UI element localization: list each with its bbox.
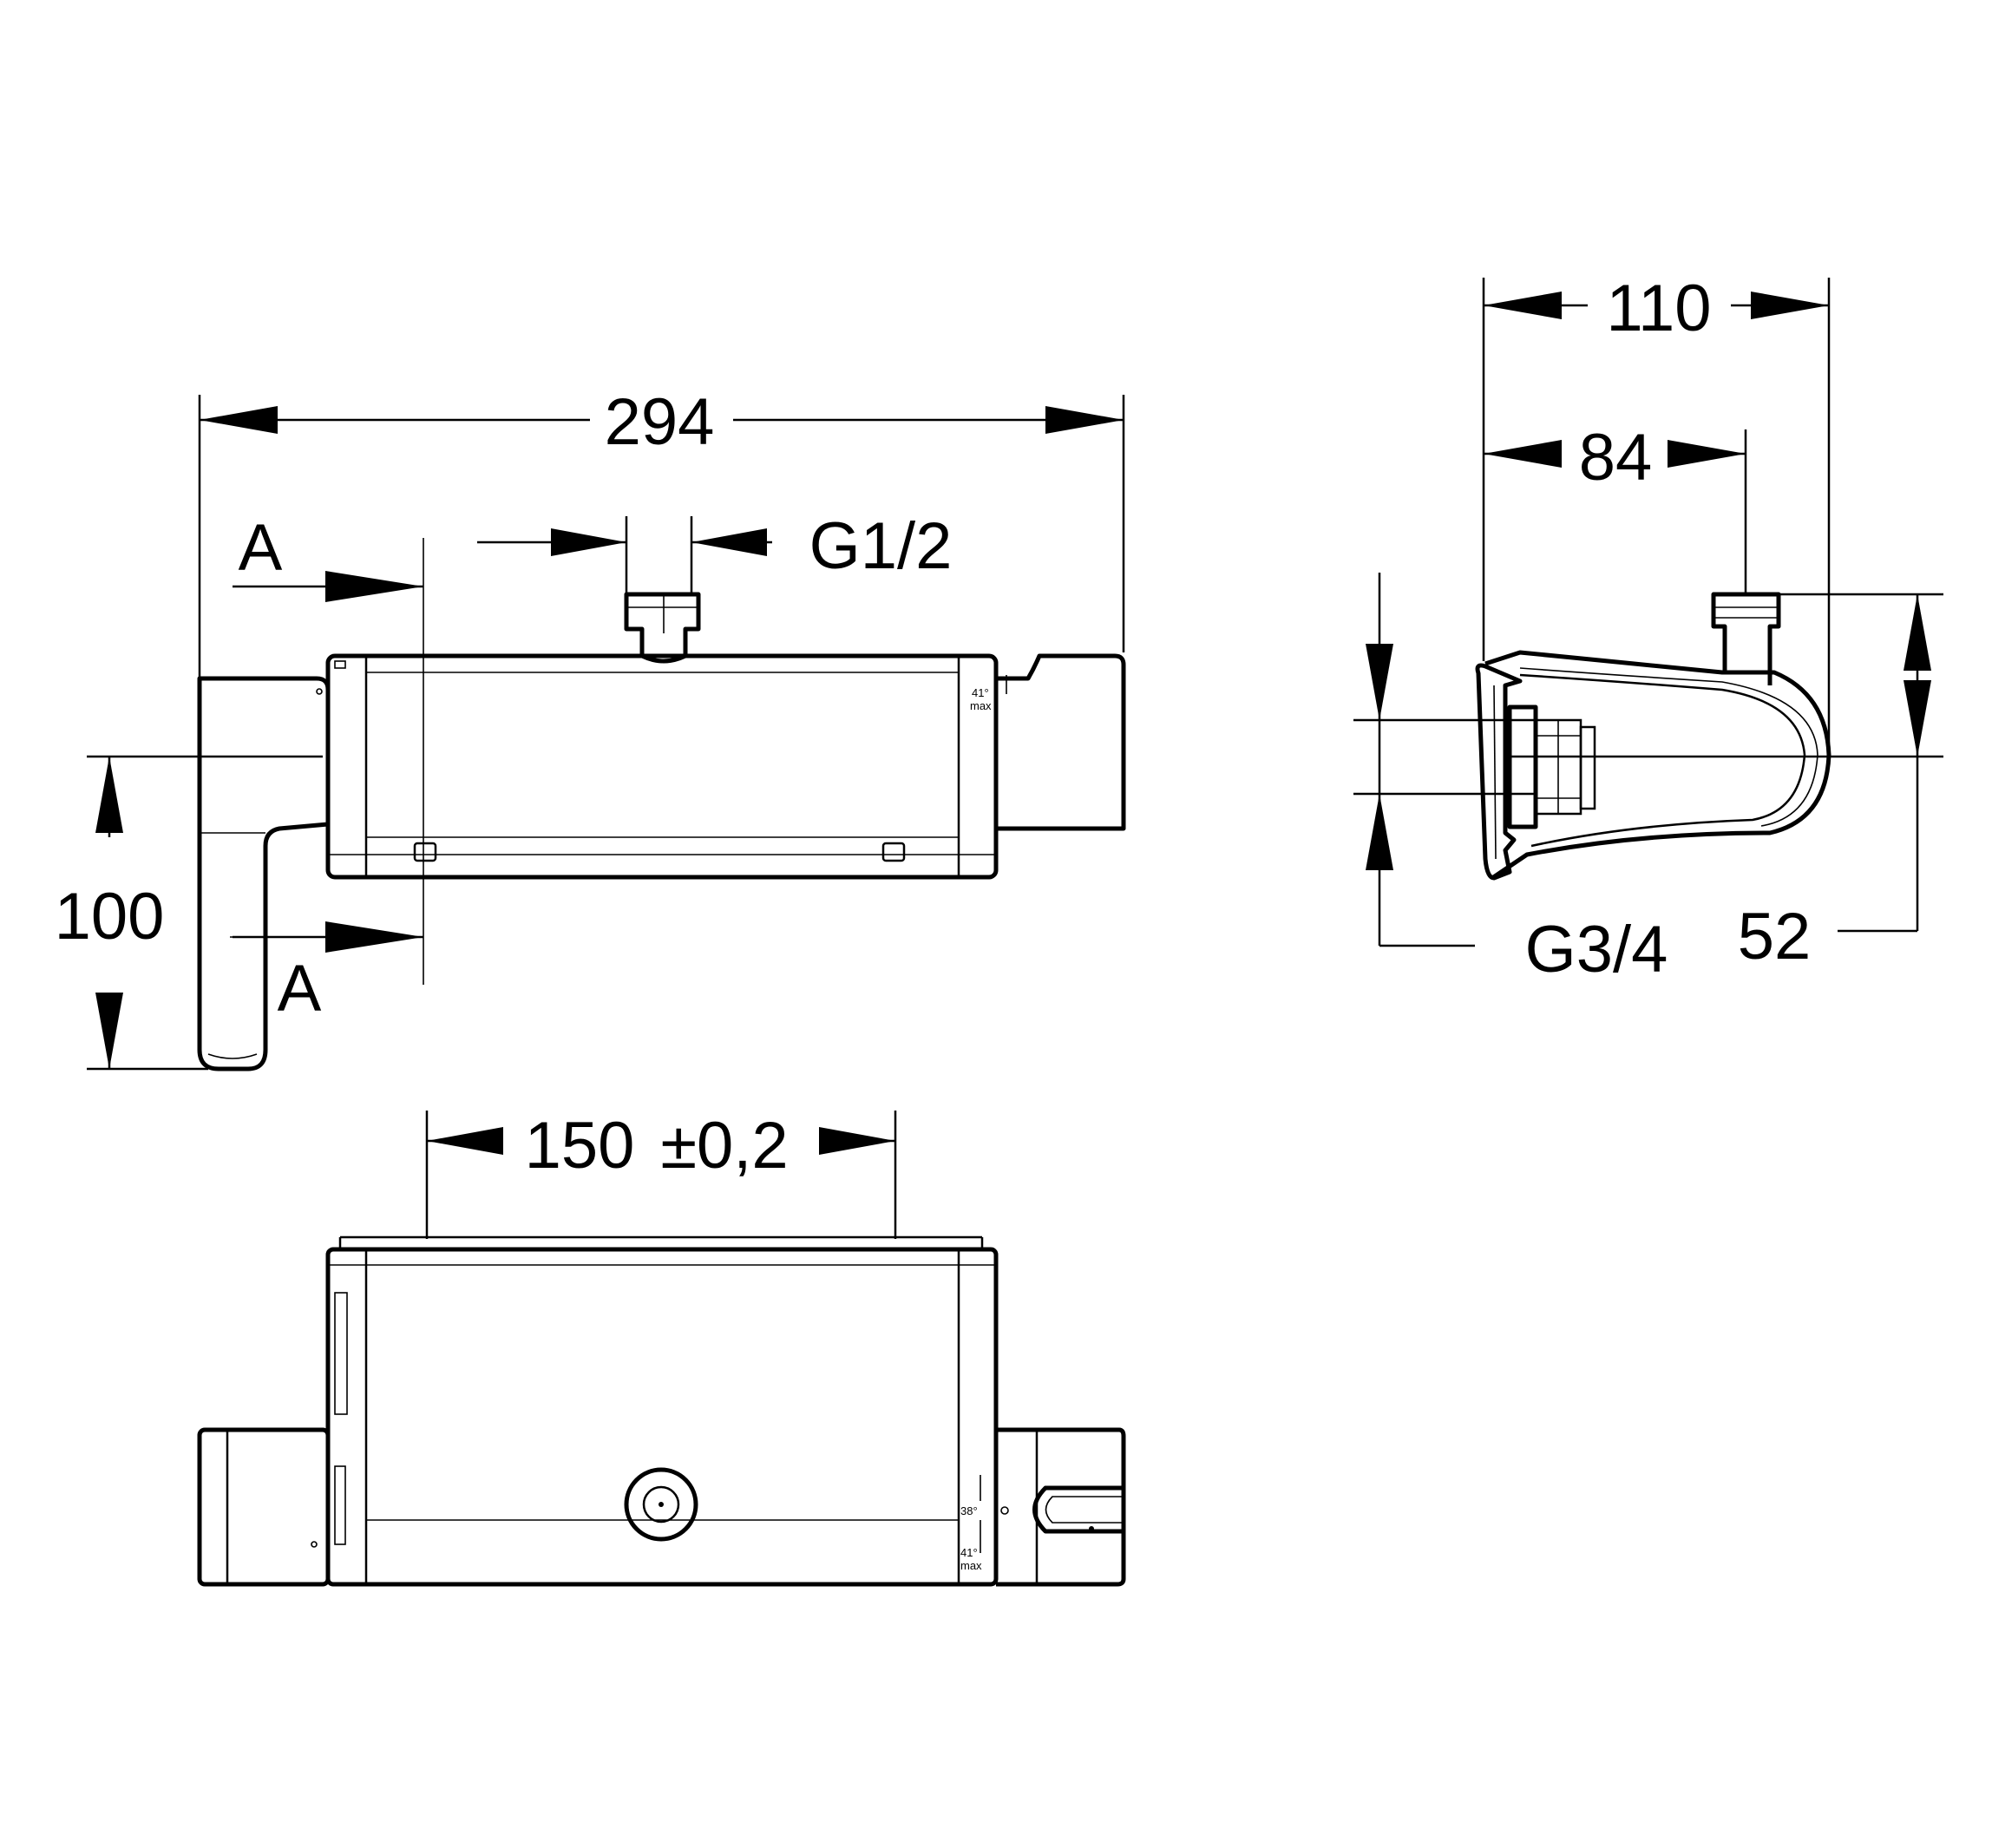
dim-wall-height: 100 bbox=[55, 880, 165, 953]
front-view: 41° max 294 G1/2 A A 100 bbox=[55, 385, 1126, 1071]
section-a-top: A bbox=[239, 511, 283, 585]
temp-max-word: max bbox=[970, 699, 992, 712]
outlet-connector bbox=[624, 592, 701, 664]
centre-outlet bbox=[624, 1467, 698, 1542]
dim-inlet-tolerance: ±0,2 bbox=[660, 1109, 788, 1183]
dim-outlet-thread: G1/2 bbox=[809, 509, 953, 583]
top-body bbox=[325, 1247, 999, 1587]
temp-max-label: 41° bbox=[972, 686, 989, 699]
mixer-body bbox=[325, 653, 999, 880]
section-a-bottom: A bbox=[278, 952, 322, 1026]
left-inlet bbox=[197, 1427, 331, 1587]
dim-depth-outlet: 84 bbox=[1579, 421, 1653, 495]
temp-max-bottom-label: 41° bbox=[960, 1546, 978, 1559]
dim-depth-total: 110 bbox=[1606, 272, 1711, 345]
side-view: 110 84 G3/4 52 bbox=[1353, 272, 1943, 986]
dim-overall-width: 294 bbox=[605, 385, 715, 459]
top-knob bbox=[996, 1427, 1126, 1587]
dim-inlet-spacing: 150 bbox=[525, 1109, 635, 1183]
temp-max-bottom-word: max bbox=[960, 1559, 982, 1572]
top-view: 38° 41° max 150 ±0,2 bbox=[197, 1109, 1126, 1587]
inlet-connector bbox=[1507, 704, 1538, 829]
dim-inlet-thread: G3/4 bbox=[1525, 913, 1668, 986]
temp-mid-label: 38° bbox=[960, 1504, 978, 1517]
dim-outlet-height: 52 bbox=[1738, 900, 1812, 973]
temperature-knob bbox=[996, 653, 1126, 831]
